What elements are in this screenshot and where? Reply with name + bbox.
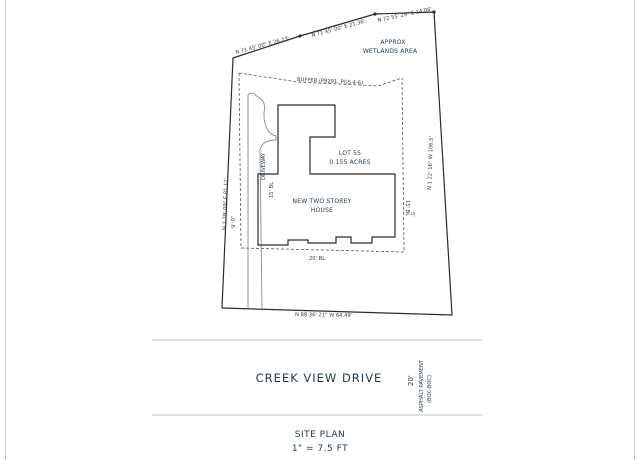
driveway-width-dim: 9'-0" [231,216,237,228]
wetlands-label-line1: APPROX [380,39,405,46]
right-setback-label: 15' BL [404,200,410,216]
plan-title: SITE PLAN [295,430,345,440]
left-setback-label: 15' BL [269,182,275,198]
house-label-line2: HOUSE [311,207,333,214]
wetland-buffer-line [238,72,403,87]
buffer-label: BUFFER (P8291, PGS 4-6) [297,77,363,86]
top-right-bearing: N 72 55' 29" E 14.06' [377,7,432,24]
top-mid-bearing: N 71 45' 00" E 21.36' [311,19,366,39]
lot-number: LOT 55 [339,150,361,157]
road-width: 20' [407,375,415,386]
lot-area: 0.155 ACRES [329,159,370,166]
driveway [247,92,277,309]
house-footprint [257,104,396,246]
page-right-edge [634,0,635,460]
road-name: CREEK VIEW DRIVE [256,371,383,385]
west-bearing: N 1 29' 09" E 81.12' [222,178,230,230]
building-setback-line [238,72,405,253]
south-bearing: N 88 36' 21" W 64.49' [295,312,352,319]
pavement-label-line1: ASPHALT PAVEMENT [419,359,425,412]
house-label-line1: NEW TWO STOREY [293,198,352,205]
small-dimension: 5' [409,212,415,217]
top-left-bearing: N 71 45' 00" E 26.23' [235,36,290,56]
corner-marker [373,12,377,16]
east-bearing: N 1 22' 16" W 106.5' [427,136,435,190]
pavement-label-line2: (BOC-BOC) [427,375,433,403]
corner-marker [432,10,436,14]
corner-marker [298,34,302,38]
driveway-label: DRIVEWAY [261,152,267,180]
rear-setback-label: 20' BL [309,256,325,262]
plan-scale: 1" = 7.5 FT [292,444,348,454]
page-left-edge [5,0,6,460]
wetlands-label-line2: WETLANDS AREA [363,48,418,55]
